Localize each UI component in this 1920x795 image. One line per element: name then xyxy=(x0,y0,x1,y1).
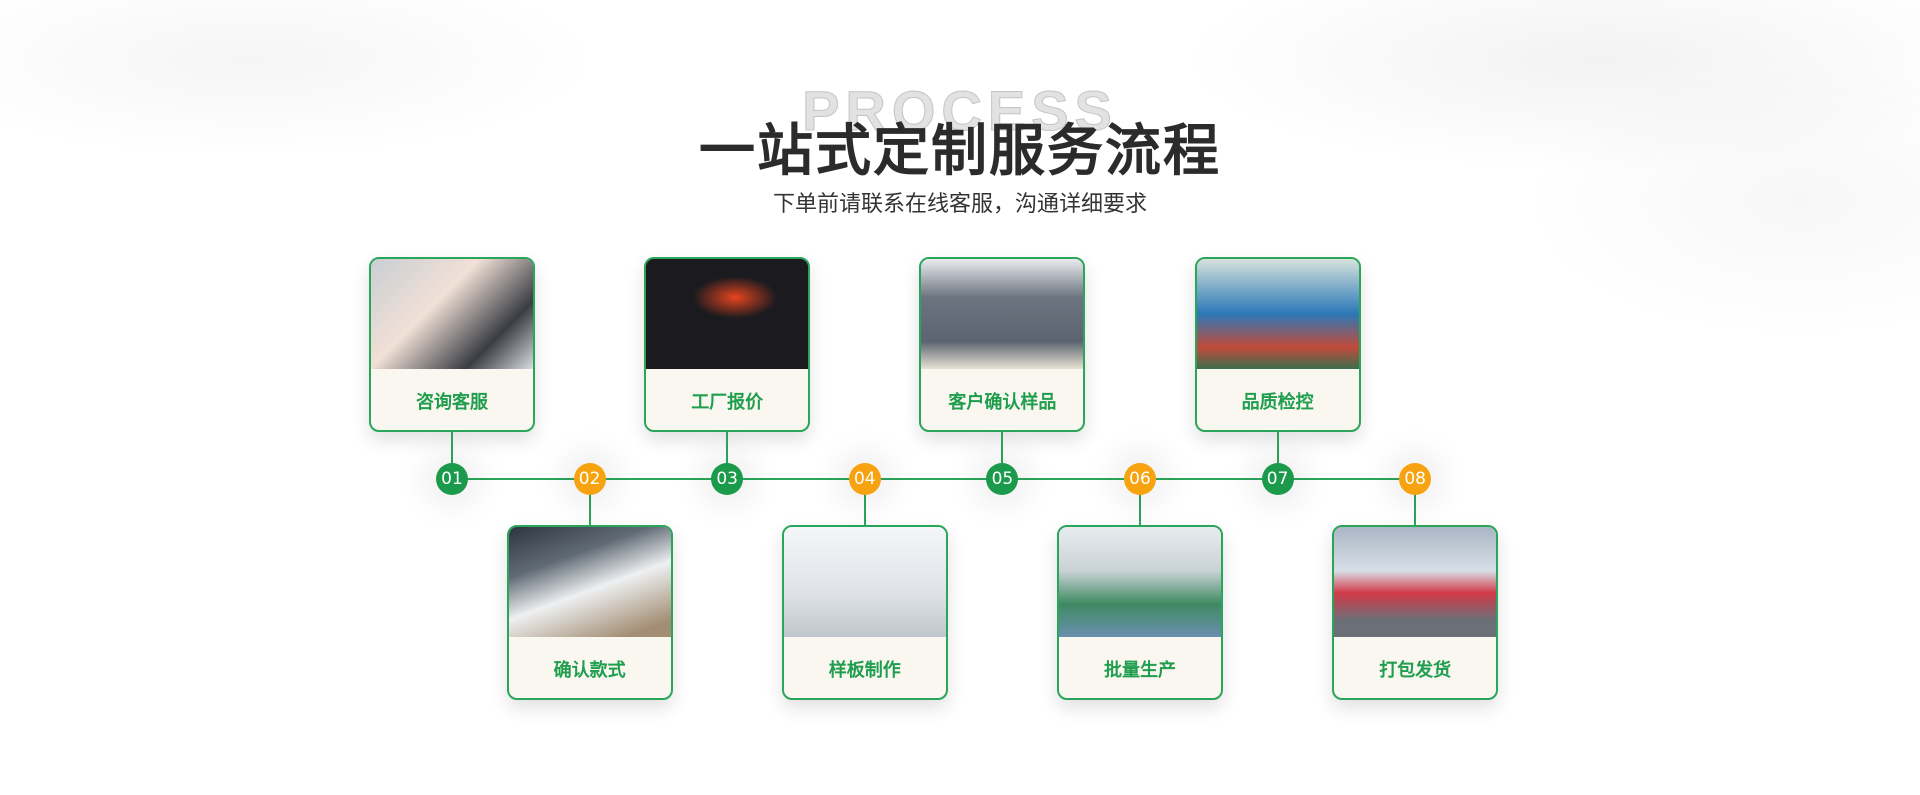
step-card[interactable]: 工厂报价 xyxy=(644,257,811,432)
step-image xyxy=(646,259,809,369)
step-image xyxy=(783,527,946,637)
step-label: 确认款式 xyxy=(553,659,626,681)
step-card[interactable]: 品质检控 xyxy=(1194,257,1361,432)
step-image xyxy=(1334,527,1497,637)
step-number-badge: 04 xyxy=(848,463,881,495)
step-card[interactable]: 咨询客服 xyxy=(369,257,535,432)
step-connector xyxy=(726,431,729,479)
step-label: 咨询客服 xyxy=(416,391,488,413)
step-label: 样板制作 xyxy=(828,659,901,681)
step-number-badge: 08 xyxy=(1399,463,1432,495)
step-number-badge: 06 xyxy=(1124,463,1156,495)
timeline-line xyxy=(452,478,1415,480)
step-number-badge: 05 xyxy=(986,463,1019,495)
step-number-badge: 02 xyxy=(573,463,606,495)
step-label: 品质检控 xyxy=(1241,391,1314,413)
step-connector xyxy=(1276,431,1279,479)
step-card[interactable]: 确认款式 xyxy=(506,525,673,700)
step-label: 客户确认样品 xyxy=(948,391,1057,413)
step-connector xyxy=(1001,431,1004,479)
step-image xyxy=(508,527,671,637)
step-image xyxy=(921,259,1084,369)
step-connector xyxy=(1414,479,1417,527)
step-connector xyxy=(451,431,453,479)
page-title: 一站式定制服务流程 xyxy=(699,119,1221,184)
step-label: 批量生产 xyxy=(1104,659,1176,681)
step-connector xyxy=(588,479,591,527)
step-number-badge: 01 xyxy=(436,463,468,495)
step-card[interactable]: 客户确认样品 xyxy=(919,257,1086,432)
step-image xyxy=(1059,527,1221,637)
step-number-badge: 07 xyxy=(1261,463,1294,495)
step-label: 打包发货 xyxy=(1379,659,1452,681)
step-connector xyxy=(863,479,866,527)
step-image xyxy=(1196,259,1359,369)
step-card[interactable]: 批量生产 xyxy=(1057,525,1223,700)
step-number-badge: 03 xyxy=(711,463,744,495)
step-card[interactable]: 打包发货 xyxy=(1332,525,1499,700)
step-card[interactable]: 样板制作 xyxy=(781,525,948,700)
page-subtitle: 下单前请联系在线客服，沟通详细要求 xyxy=(772,192,1147,217)
step-connector xyxy=(1139,479,1141,527)
ghost-heading: PROCESS xyxy=(802,79,1118,143)
step-label: 工厂报价 xyxy=(691,391,764,413)
step-image xyxy=(371,259,533,369)
